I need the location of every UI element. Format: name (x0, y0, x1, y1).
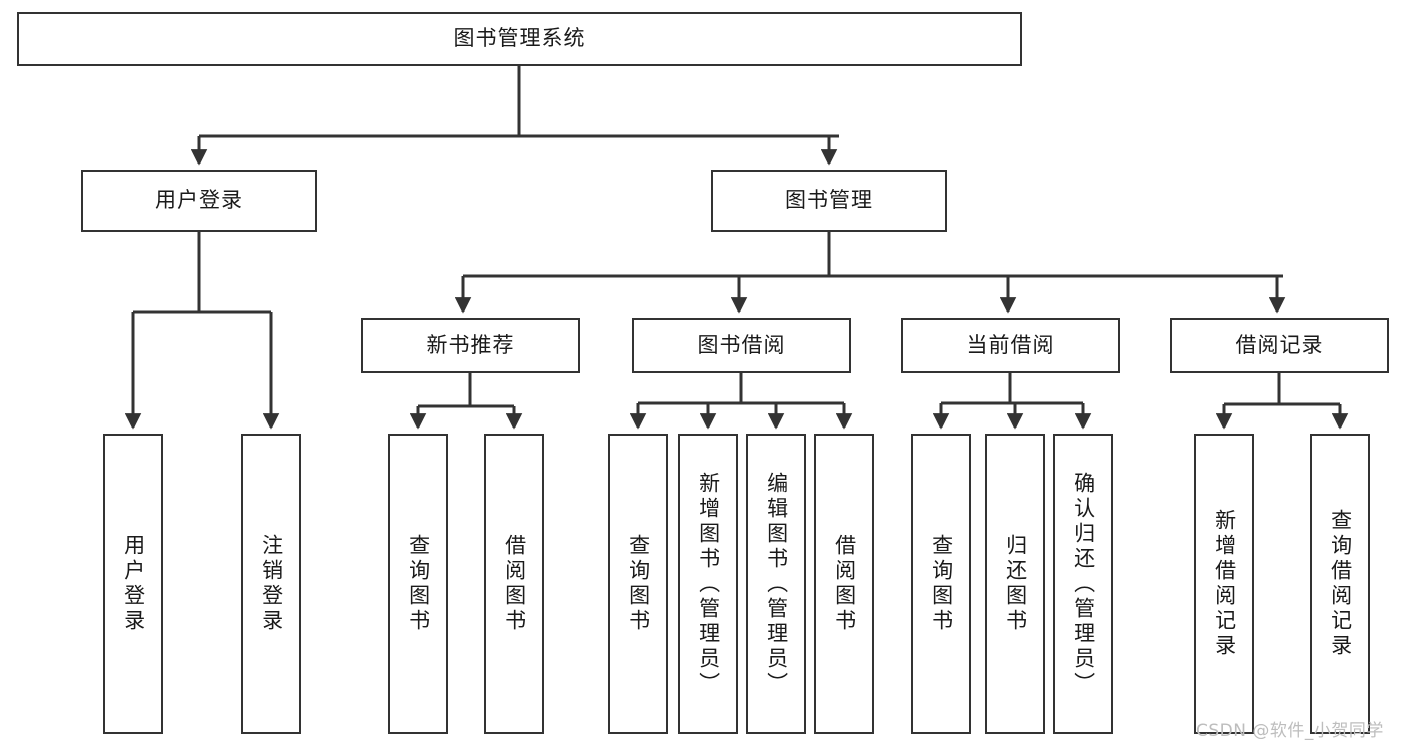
node-leaf-edit-book-label: 编辑图书（管理员） (764, 471, 789, 697)
node-root[interactable]: 图书管理系统 (17, 12, 1022, 66)
node-new-book-recommend-label: 新书推荐 (426, 332, 515, 357)
node-leaf-borrow-book-2[interactable]: 借阅图书 (814, 434, 874, 734)
node-leaf-add-record-label: 新增借阅记录 (1212, 509, 1237, 659)
node-leaf-user-login[interactable]: 用户登录 (103, 434, 163, 734)
node-leaf-query-book-1[interactable]: 查询图书 (388, 434, 448, 734)
node-user-login-label: 用户登录 (155, 188, 243, 213)
node-book-manage-label: 图书管理 (785, 188, 873, 213)
node-leaf-borrow-book-1-label: 借阅图书 (502, 534, 527, 634)
node-leaf-query-book-1-label: 查询图书 (406, 534, 431, 634)
node-leaf-edit-book[interactable]: 编辑图书（管理员） (746, 434, 806, 734)
node-leaf-query-book-3-label: 查询图书 (929, 534, 954, 634)
node-leaf-user-login-label: 用户登录 (121, 534, 146, 634)
node-leaf-logout-label: 注销登录 (259, 534, 284, 634)
node-book-borrow[interactable]: 图书借阅 (632, 318, 851, 373)
node-leaf-add-book[interactable]: 新增图书（管理员） (678, 434, 738, 734)
node-user-login[interactable]: 用户登录 (81, 170, 317, 232)
node-leaf-query-book-2-label: 查询图书 (626, 534, 651, 634)
node-leaf-borrow-book-2-label: 借阅图书 (832, 534, 857, 634)
node-leaf-logout[interactable]: 注销登录 (241, 434, 301, 734)
node-borrow-record[interactable]: 借阅记录 (1170, 318, 1389, 373)
node-book-borrow-label: 图书借阅 (697, 332, 786, 357)
node-leaf-borrow-book-1[interactable]: 借阅图书 (484, 434, 544, 734)
node-leaf-confirm-return[interactable]: 确认归还（管理员） (1053, 434, 1113, 734)
node-leaf-add-book-label: 新增图书（管理员） (696, 471, 721, 697)
node-root-label: 图书管理系统 (453, 26, 586, 51)
node-leaf-query-book-3[interactable]: 查询图书 (911, 434, 971, 734)
node-leaf-query-record[interactable]: 查询借阅记录 (1310, 434, 1370, 734)
node-leaf-return-book-label: 归还图书 (1003, 534, 1028, 634)
node-leaf-confirm-return-label: 确认归还（管理员） (1071, 471, 1096, 697)
node-leaf-return-book[interactable]: 归还图书 (985, 434, 1045, 734)
node-book-manage[interactable]: 图书管理 (711, 170, 947, 232)
node-borrow-record-label: 借阅记录 (1235, 332, 1324, 357)
node-current-borrow-label: 当前借阅 (966, 332, 1055, 357)
node-new-book-recommend[interactable]: 新书推荐 (361, 318, 580, 373)
node-leaf-add-record[interactable]: 新增借阅记录 (1194, 434, 1254, 734)
node-leaf-query-record-label: 查询借阅记录 (1328, 509, 1353, 659)
node-current-borrow[interactable]: 当前借阅 (901, 318, 1120, 373)
watermark-text: CSDN @软件_小贺同学 (1196, 721, 1384, 741)
node-leaf-query-book-2[interactable]: 查询图书 (608, 434, 668, 734)
